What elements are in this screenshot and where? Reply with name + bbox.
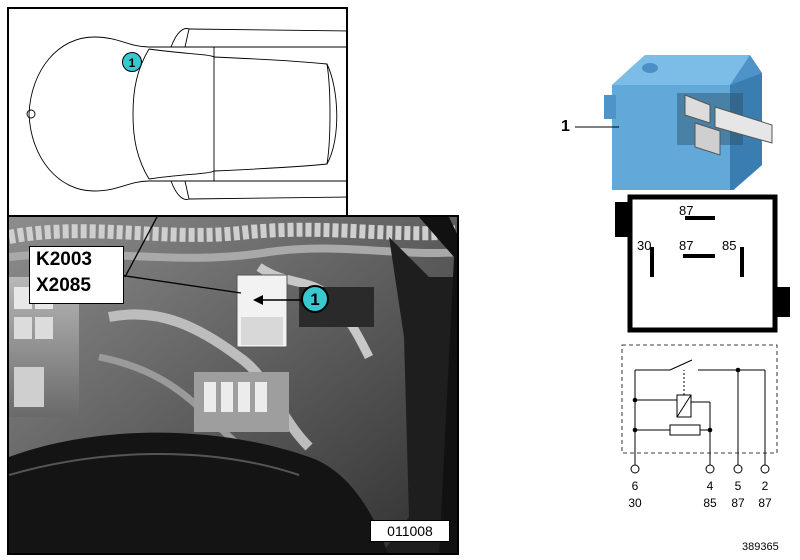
car-location-view: 1 (7, 7, 348, 217)
schematic-terminal-87-a: 87 (731, 496, 745, 510)
schematic-pin-2: 2 (761, 479, 769, 493)
label-x2085: X2085 (36, 275, 91, 296)
component-labels: K2003 X2085 (29, 246, 124, 304)
schematic-pin-4: 4 (706, 479, 714, 493)
schematic-terminal-85: 85 (703, 496, 717, 510)
schematic-pin-5: 5 (734, 479, 742, 493)
label-k2003: K2003 (36, 249, 92, 270)
pin-label-85: 85 (722, 238, 737, 253)
emblem-mark (26, 109, 36, 119)
part-leader (575, 126, 619, 128)
photo-number: 011008 (370, 520, 450, 542)
part-number: 1 (561, 118, 570, 135)
callout-arrow (118, 274, 303, 305)
schematic-terminal-87-b: 87 (758, 496, 772, 510)
diagram-number: 389365 (742, 541, 779, 553)
relay-part-image (604, 55, 773, 190)
relay-schematic (621, 344, 778, 474)
car-callout-1: 1 (122, 52, 142, 72)
schematic-pin-6: 6 (631, 479, 639, 493)
pin-label-30: 30 (637, 238, 652, 253)
label-leader (124, 217, 158, 278)
pin-label-87-top: 87 (679, 203, 694, 218)
photo-callout-1: 1 (301, 285, 329, 313)
car-outline (26, 28, 346, 200)
pin-label-87-mid: 87 (679, 238, 694, 253)
relay-pinout (615, 194, 790, 333)
schematic-terminal-30: 30 (628, 496, 642, 510)
